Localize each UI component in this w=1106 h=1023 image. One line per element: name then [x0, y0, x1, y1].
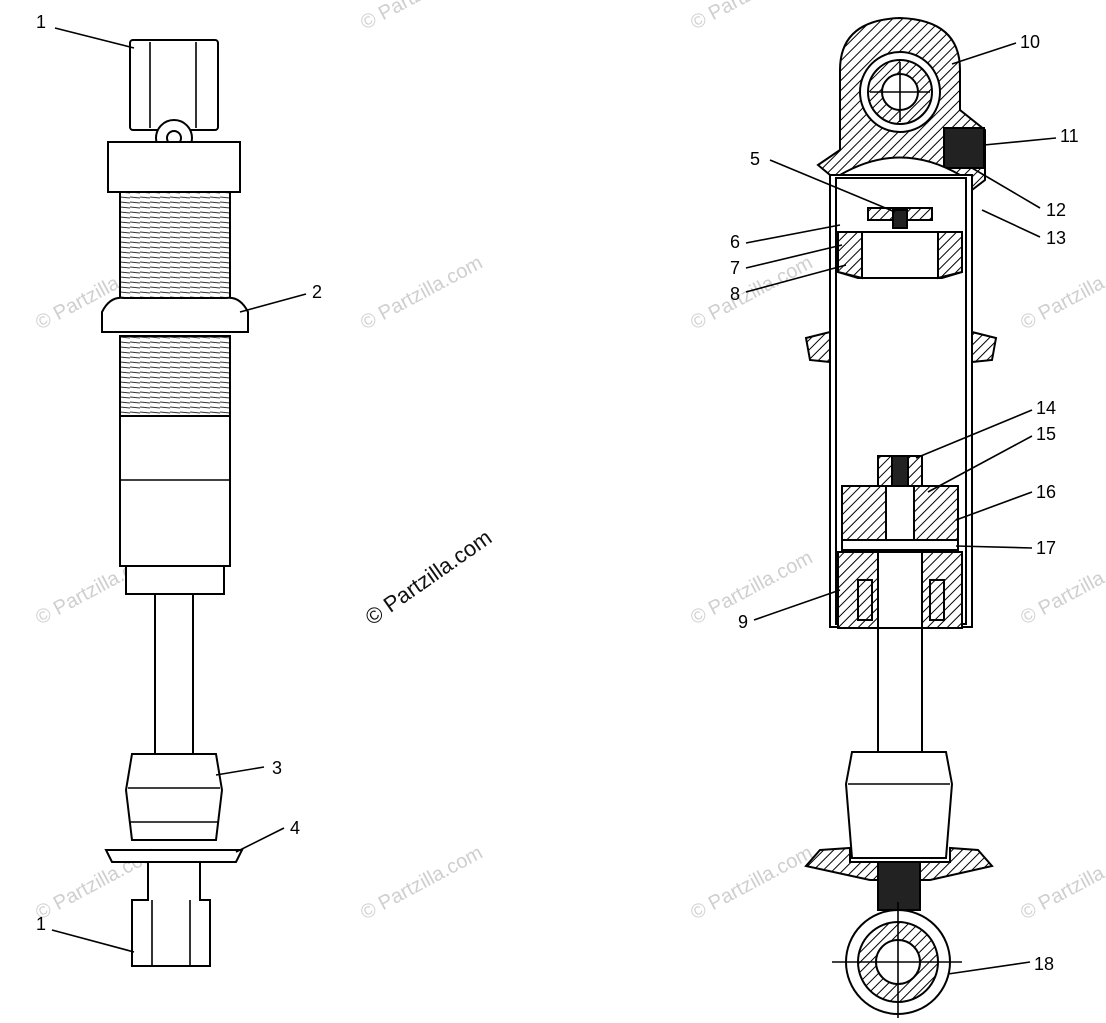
callout-labels: 1 1 2 3 4 5 6 7 8 9 10 11 12 13 14 15 16… [36, 12, 1079, 974]
callout-17: 17 [1036, 538, 1056, 558]
callout-1-top: 1 [36, 12, 46, 32]
callout-3: 3 [272, 758, 282, 778]
watermark-faint: © Partzilla.com [1017, 547, 1106, 630]
callout-15: 15 [1036, 424, 1056, 444]
watermark-faint: © Partzilla.com [357, 0, 486, 34]
callout-16: 16 [1036, 482, 1056, 502]
callout-14: 14 [1036, 398, 1056, 418]
callout-4: 4 [290, 818, 300, 838]
watermark-faint: © Partzilla.com [687, 842, 816, 925]
callout-5: 5 [750, 149, 760, 169]
callout-6: 6 [730, 232, 740, 252]
leader-lines [51, 27, 1057, 975]
watermark-faint: © Partzilla.com [1017, 252, 1106, 335]
watermark-faint: © Partzilla.com [357, 252, 486, 335]
callout-9: 9 [738, 612, 748, 632]
shock-exterior-view [101, 39, 249, 967]
callout-1-bottom: 1 [36, 914, 46, 934]
callout-2: 2 [312, 282, 322, 302]
callout-18: 18 [1034, 954, 1054, 974]
shock-cutaway-view [804, 16, 998, 1018]
watermark-faint: © Partzilla.com [357, 842, 486, 925]
callout-11: 11 [1060, 126, 1079, 146]
watermark-faint: © Partzilla.com [687, 252, 816, 335]
callout-7: 7 [730, 258, 740, 278]
callout-8: 8 [730, 284, 740, 304]
watermark-main: © Partzilla.com [361, 525, 497, 631]
callout-12: 12 [1046, 200, 1066, 220]
callout-10: 10 [1020, 32, 1040, 52]
watermark-faint: © Partzilla.com [687, 0, 816, 34]
watermark-faint: © Partzilla.com [687, 547, 816, 630]
watermark-faint: © Partzilla.com [1017, 842, 1106, 925]
callout-13: 13 [1046, 228, 1066, 248]
